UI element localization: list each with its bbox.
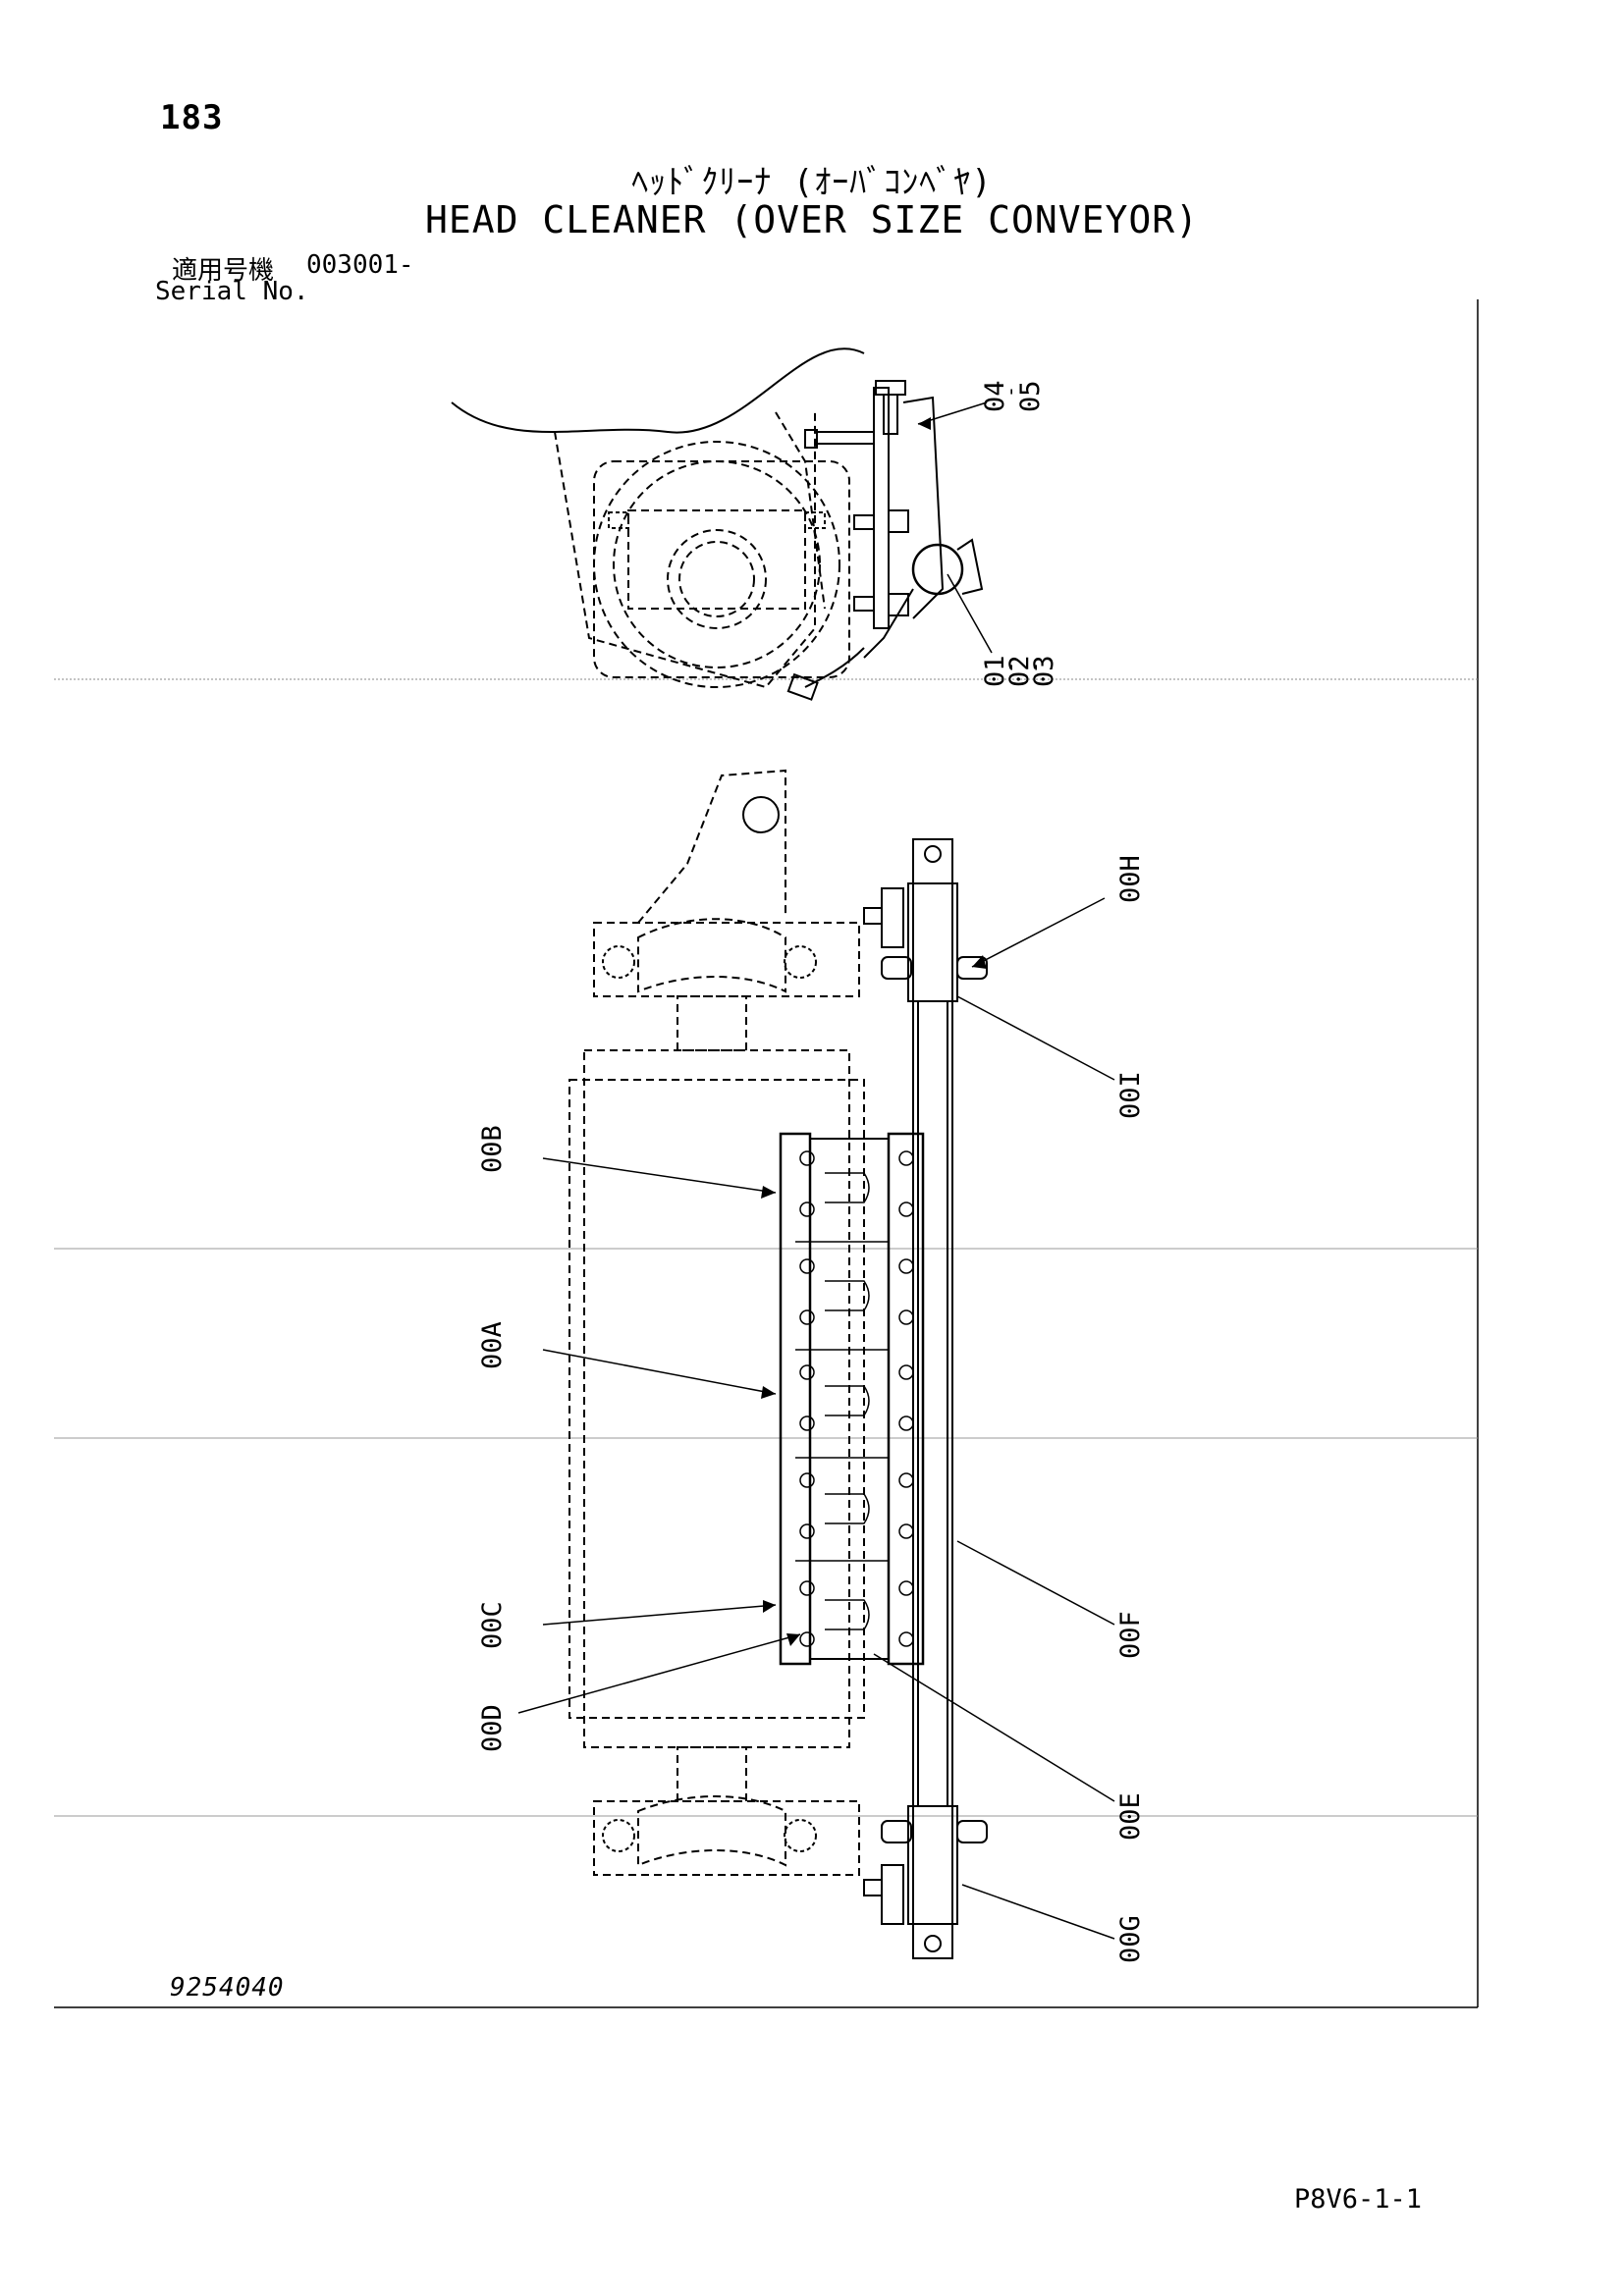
svg-text:-: - [999, 662, 1022, 673]
callout-03: 03 [1029, 655, 1059, 687]
callout-00B: 00B [477, 1125, 508, 1173]
title-english: HEAD CLEANER (OVER SIZE CONVEYOR) [425, 198, 1199, 241]
serial-label-english: Serial No. [155, 277, 309, 306]
sheet-code: P8V6-1-1 [1294, 2184, 1423, 2215]
serial-label-japanese: 適用号機 [172, 256, 275, 286]
plan-view-assembly [568, 769, 988, 1959]
callout-00F: 00F [1115, 1611, 1146, 1659]
callout-05: 05 [1015, 380, 1046, 412]
callout-00G: 00G [1115, 1915, 1146, 1963]
callout-00H: 00H [1115, 855, 1146, 903]
callout-02: 02 [1004, 655, 1035, 687]
callout-00I: 00I [1115, 1071, 1146, 1119]
side-view-assembly [451, 347, 984, 701]
callout-00E: 00E [1115, 1792, 1146, 1841]
callout-00A: 00A [477, 1321, 508, 1369]
callout-04: 04 [980, 380, 1010, 412]
leader-arrowheads [761, 417, 987, 1646]
serial-value: 003001- [306, 250, 414, 280]
svg-text:-: - [999, 386, 1022, 398]
svg-text:-: - [1023, 662, 1047, 673]
callout-00D: 00D [477, 1704, 508, 1752]
frame-lines [54, 299, 1479, 2008]
callout-00C: 00C [477, 1601, 508, 1649]
title-japanese: ﾍｯﾄﾞｸﾘｰﾅ (ｵｰﾊﾞｺﾝﾍﾞﾔ) [631, 163, 993, 202]
callout-01: 01 [980, 655, 1010, 687]
drawing-number: 9254040 [170, 1973, 285, 2002]
leader-lines [517, 401, 1115, 1940]
page-number: 183 [160, 98, 224, 137]
